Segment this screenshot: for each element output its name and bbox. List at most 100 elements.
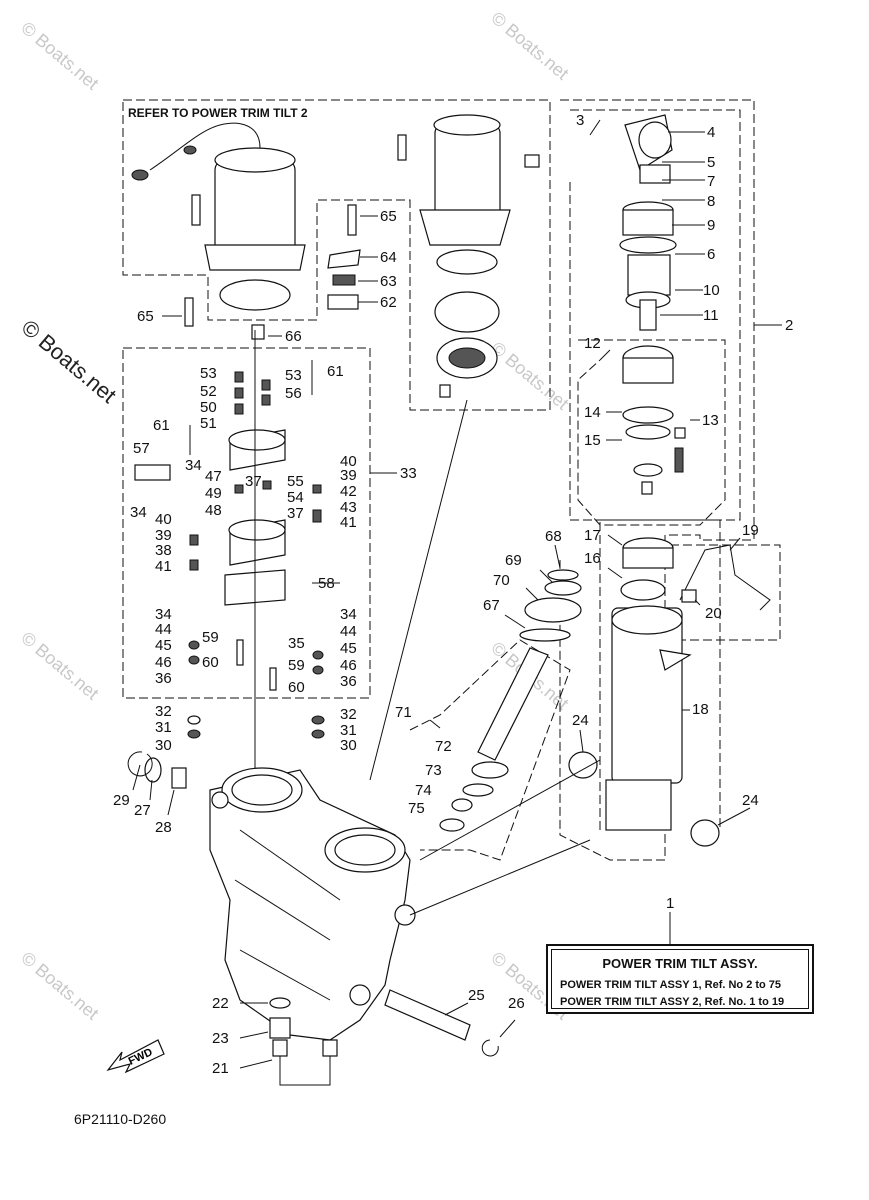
callout-34-c: 34 (155, 606, 172, 623)
callout-59-left: 59 (202, 629, 219, 646)
callout-20: 20 (705, 605, 722, 622)
callout-60-right: 60 (288, 679, 305, 696)
callout-32-left: 32 (155, 703, 172, 720)
callout-25: 25 (468, 987, 485, 1004)
callout-56: 56 (285, 385, 302, 402)
trim-motor-left (131, 122, 306, 311)
callout-57: 57 (133, 440, 150, 457)
callout-22: 22 (212, 995, 229, 1012)
watermark: © Boats.net (487, 8, 572, 84)
callout-69: 69 (505, 552, 522, 569)
piston-rod (439, 569, 582, 832)
callout-35: 35 (288, 635, 305, 652)
callout-61-right: 61 (327, 363, 344, 380)
callout-53-right: 53 (285, 367, 302, 384)
callout-24-lower: 24 (742, 792, 759, 809)
callout-2: 2 (785, 317, 793, 334)
callout-18: 18 (692, 701, 709, 718)
watermark: © Boats.net (487, 338, 572, 414)
callout-45-left: 45 (155, 637, 172, 654)
callout-67: 67 (483, 597, 500, 614)
callout-75: 75 (408, 800, 425, 817)
callout-8: 8 (707, 193, 715, 210)
callout-34-a: 34 (185, 457, 202, 474)
callout-47: 47 (205, 468, 222, 485)
callout-7: 7 (707, 173, 715, 190)
callout-43: 43 (340, 499, 357, 516)
watermark: © Boats.net (17, 628, 102, 704)
callout-71: 71 (395, 704, 412, 721)
manifold-bracket (209, 759, 601, 1041)
callout-65-left: 65 (137, 308, 154, 325)
callout-36-left: 36 (155, 670, 172, 687)
legend-title: POWER TRIM TILT ASSY. (602, 956, 758, 971)
callout-31-right: 31 (340, 722, 357, 739)
callout-10: 10 (703, 282, 720, 299)
callout-46-left: 46 (155, 654, 172, 671)
callout-19: 19 (742, 522, 759, 539)
callout-41-left: 41 (155, 558, 172, 575)
callout-64: 64 (380, 249, 397, 266)
callout-6: 6 (707, 246, 715, 263)
callout-32-right: 32 (340, 706, 357, 723)
callout-49: 49 (205, 485, 222, 502)
watermark-side: © Boats.net (17, 315, 121, 408)
callout-48: 48 (205, 502, 222, 519)
callout-3: 3 (576, 112, 584, 129)
callout-37-a: 37 (245, 473, 262, 490)
callout-61-left: 61 (153, 417, 170, 434)
callout-45-right: 45 (340, 640, 357, 657)
callout-11: 11 (703, 307, 719, 324)
callout-36-right: 36 (340, 673, 357, 690)
callout-1: 1 (666, 895, 674, 912)
callout-28: 28 (155, 819, 172, 836)
callout-50: 50 (200, 399, 217, 416)
callout-44-right: 44 (340, 623, 357, 640)
diagram-code: 6P21110-D260 (74, 1111, 166, 1127)
callout-26: 26 (508, 995, 525, 1012)
callout-62: 62 (380, 294, 397, 311)
callout-72: 72 (435, 738, 452, 755)
callout-60-left: 60 (202, 654, 219, 671)
callout-42: 42 (340, 483, 357, 500)
callout-55: 55 (287, 473, 304, 490)
legend-box: POWER TRIM TILT ASSY. POWER TRIM TILT AS… (546, 944, 814, 1014)
callout-14: 14 (584, 404, 601, 421)
callout-29: 29 (113, 792, 130, 809)
callout-37-b: 37 (287, 505, 304, 522)
callout-74: 74 (415, 782, 432, 799)
callout-63: 63 (380, 273, 397, 290)
callout-30-right: 30 (340, 737, 357, 754)
callout-15: 15 (584, 432, 601, 449)
lower-parts (127, 751, 499, 1086)
cylinder-assembly (568, 114, 771, 847)
legend-frame: POWER TRIM TILT ASSY. POWER TRIM TILT AS… (551, 949, 809, 1009)
callout-38: 38 (155, 542, 172, 559)
callout-51: 51 (200, 415, 217, 432)
header-note: REFER TO POWER TRIM TILT 2 (128, 106, 308, 120)
callout-21: 21 (212, 1060, 229, 1077)
callout-66: 66 (285, 328, 302, 345)
callout-12: 12 (584, 335, 601, 352)
callout-44-left: 44 (155, 621, 172, 638)
callout-40-right: 40 (340, 453, 357, 470)
callout-23: 23 (212, 1030, 229, 1047)
callout-39-right: 39 (340, 467, 357, 484)
callout-46-right: 46 (340, 657, 357, 674)
callout-53-left: 53 (200, 365, 217, 382)
callout-65-top: 65 (380, 208, 397, 225)
callout-40-left: 40 (155, 511, 172, 528)
callout-58: 58 (318, 575, 335, 592)
callout-34-d: 34 (340, 606, 357, 623)
callout-31-left: 31 (155, 719, 172, 736)
callout-34-b: 34 (130, 504, 147, 521)
callout-24-upper: 24 (572, 712, 589, 729)
callout-68: 68 (545, 528, 562, 545)
watermark: © Boats.net (17, 18, 102, 94)
trim-motor-right (369, 114, 540, 781)
callout-numbers: 4 5 7 8 9 6 10 11 3 2 12 13 14 15 17 16 … (113, 112, 793, 1077)
callout-73: 73 (425, 762, 442, 779)
callout-41-right: 41 (340, 514, 357, 531)
callout-5: 5 (707, 154, 715, 171)
